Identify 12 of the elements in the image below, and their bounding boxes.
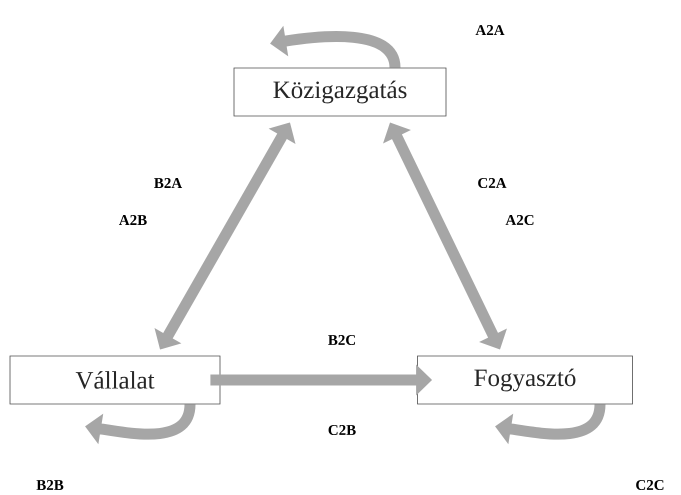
relation-label: A2C bbox=[506, 214, 534, 226]
text-box: Vállalat bbox=[10, 356, 220, 404]
relation-label: B2A bbox=[154, 178, 182, 188]
relation-label: C2A bbox=[478, 178, 506, 188]
relation-label: C2C bbox=[636, 480, 664, 490]
relation-label: A2A bbox=[476, 25, 504, 35]
relation-label: A2B bbox=[118, 215, 147, 225]
text-box: Közigazgatás bbox=[234, 68, 446, 116]
relation-label: B2B bbox=[36, 480, 64, 490]
text-box: Fogyasztó bbox=[417, 356, 633, 404]
relation-label: C2B bbox=[328, 424, 356, 436]
relation-label: B2C bbox=[328, 334, 356, 346]
